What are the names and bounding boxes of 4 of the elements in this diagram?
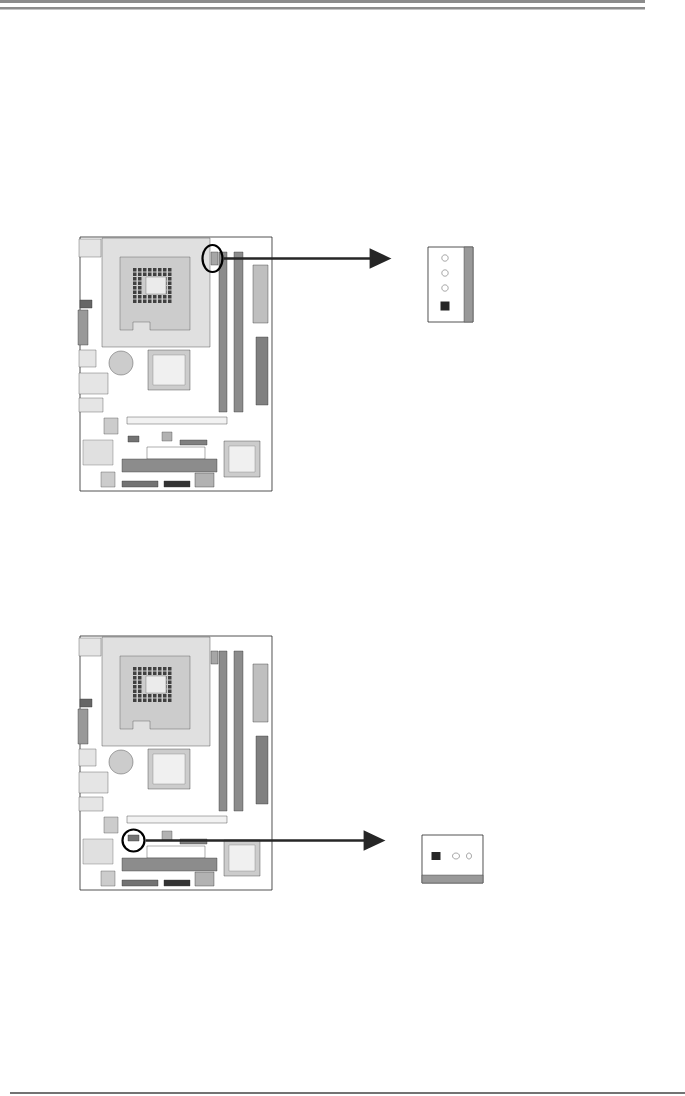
connector-pin-drawing [421, 834, 484, 884]
highlight-circle [201, 243, 224, 274]
highlight-circle [121, 828, 146, 853]
connector-pin-drawing [427, 246, 474, 323]
